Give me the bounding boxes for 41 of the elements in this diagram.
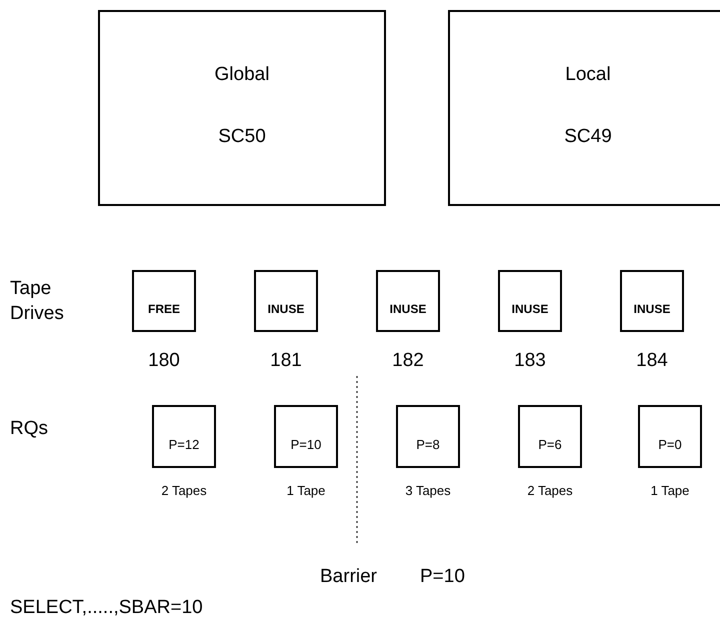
priority-value: P=0 xyxy=(657,437,683,452)
tape-count: 2 Tapes xyxy=(526,483,574,498)
command-text: SELECT,.....,SBAR=10 xyxy=(10,597,203,619)
drive-status: INUSE xyxy=(388,302,428,316)
drive-number: 184 xyxy=(635,350,669,372)
tape-count: 2 Tapes xyxy=(160,483,208,498)
barrier-value: P=10 xyxy=(420,566,465,588)
tape-drive-box xyxy=(132,270,196,332)
system-box xyxy=(448,10,720,206)
request-box xyxy=(518,405,582,468)
request-box xyxy=(396,405,460,468)
tape-drive-box xyxy=(254,270,318,332)
tape-drive-box xyxy=(620,270,684,332)
drive-status: FREE xyxy=(146,302,181,316)
barrier-label: Barrier xyxy=(320,566,378,588)
request-box xyxy=(152,405,216,468)
drive-status: INUSE xyxy=(510,302,550,316)
priority-value: P=6 xyxy=(537,437,563,452)
drive-number: 183 xyxy=(513,350,547,372)
priority-value: P=10 xyxy=(290,437,322,452)
system-id: SC50 xyxy=(217,126,267,148)
request-box xyxy=(638,405,702,468)
tape-drive-box xyxy=(498,270,562,332)
system-name: Local xyxy=(564,64,612,86)
request-box xyxy=(274,405,338,468)
tape-count: 1 Tape xyxy=(286,483,326,498)
row-label: RQs xyxy=(10,418,49,440)
priority-value: P=8 xyxy=(415,437,441,452)
drive-number: 182 xyxy=(391,350,425,372)
drive-number: 181 xyxy=(269,350,303,372)
tape-drive-box xyxy=(376,270,440,332)
system-id: SC49 xyxy=(563,126,613,148)
system-box xyxy=(98,10,386,206)
drive-status: INUSE xyxy=(632,302,672,316)
tape-count: 1 Tape xyxy=(650,483,690,498)
drive-number: 180 xyxy=(147,350,181,372)
priority-value: P=12 xyxy=(168,437,200,452)
tape-count: 3 Tapes xyxy=(404,483,452,498)
row-label: Tape Drives xyxy=(10,277,65,326)
drive-status: INUSE xyxy=(266,302,306,316)
system-name: Global xyxy=(214,64,270,86)
